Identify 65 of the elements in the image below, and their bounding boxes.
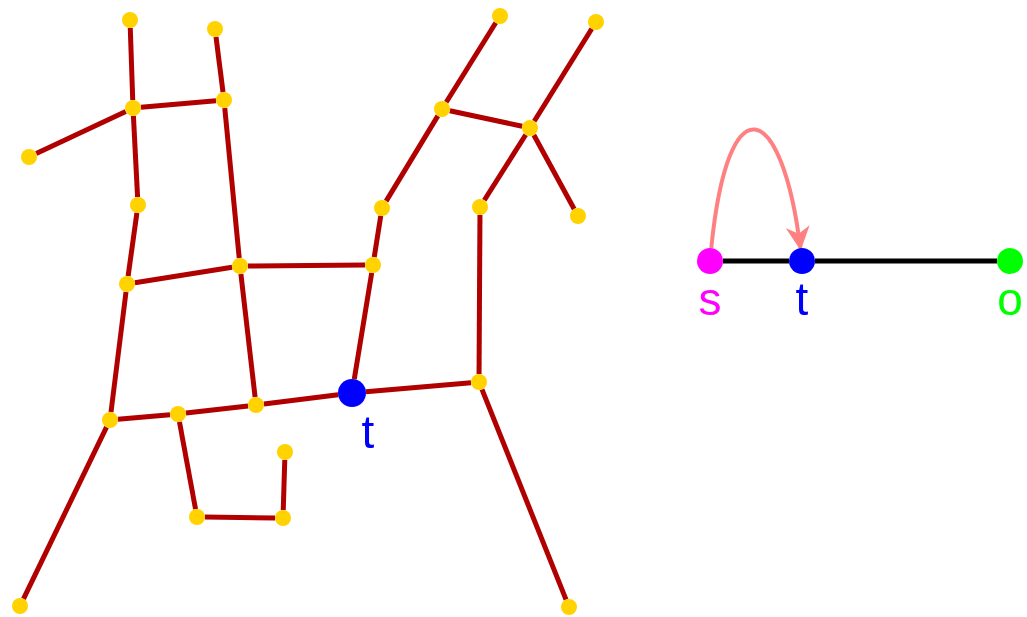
graph-vertex: [170, 406, 186, 422]
edge-line: [351, 272, 375, 380]
edge-line: [531, 133, 577, 211]
edge-line: [280, 459, 288, 511]
curved-arrow: [709, 127, 809, 251]
edge-line: [117, 412, 171, 422]
edge-line: [213, 36, 226, 93]
graph-vertex: [365, 257, 381, 273]
graph-vertex: [122, 12, 138, 28]
edge-line: [482, 133, 528, 202]
edge-line: [815, 258, 997, 264]
graph-vertex: [374, 200, 390, 216]
edge-line: [134, 264, 233, 286]
graph-vertex: [492, 8, 508, 24]
graph-vertex: [207, 21, 223, 37]
graph-vertex: [12, 598, 28, 614]
edge-line: [177, 421, 198, 510]
graph-vertex: [471, 374, 487, 390]
edge-line: [263, 392, 339, 407]
graph-vertex: [125, 100, 141, 116]
graph-vertex: [789, 248, 815, 274]
edge-line: [130, 115, 141, 198]
graph-vertex: [522, 120, 538, 136]
graph-vertex: [277, 444, 293, 460]
graph-vertex: [588, 14, 604, 30]
edge-line: [723, 258, 789, 264]
edge-line: [35, 109, 127, 156]
edge-line: [140, 98, 217, 110]
graph-vertex: [275, 510, 291, 526]
edge-line: [449, 108, 523, 129]
vertex-label: t: [360, 409, 376, 455]
edge-line: [238, 273, 258, 398]
graph-vertex: [119, 276, 135, 292]
graph-vertex: [472, 199, 488, 215]
vertex-label: t: [794, 276, 810, 322]
edge-line: [204, 514, 276, 521]
edge-line: [479, 388, 569, 601]
edge-line: [532, 27, 594, 123]
graph-vertex: [248, 397, 264, 413]
edge-line: [125, 212, 140, 277]
graph-vertex: [570, 208, 586, 224]
edge-line: [248, 262, 365, 269]
graph-vertex: [697, 248, 723, 274]
edge-line: [127, 27, 136, 101]
edge-line: [384, 114, 440, 203]
edge-line: [444, 21, 498, 104]
graph-vertex: [338, 379, 366, 407]
edge-line: [476, 215, 483, 374]
graph-vertex: [189, 509, 205, 525]
edge-line: [371, 215, 384, 258]
vertex-label: o: [996, 276, 1024, 322]
edge-line: [365, 380, 472, 395]
edge-line: [21, 426, 109, 600]
edge-line: [108, 291, 129, 413]
graph-vertex: [216, 92, 232, 108]
graph-vertex: [102, 412, 118, 428]
graph-vertex: [21, 149, 37, 165]
graph-vertex: [232, 258, 248, 274]
vertex-label: s: [697, 276, 723, 322]
graph-vertex: [130, 197, 146, 213]
graph-vertex: [434, 101, 450, 117]
edge-line: [222, 107, 242, 259]
graph-vertex: [561, 599, 577, 615]
graph-vertex: [997, 248, 1023, 274]
edge-line: [185, 403, 249, 416]
